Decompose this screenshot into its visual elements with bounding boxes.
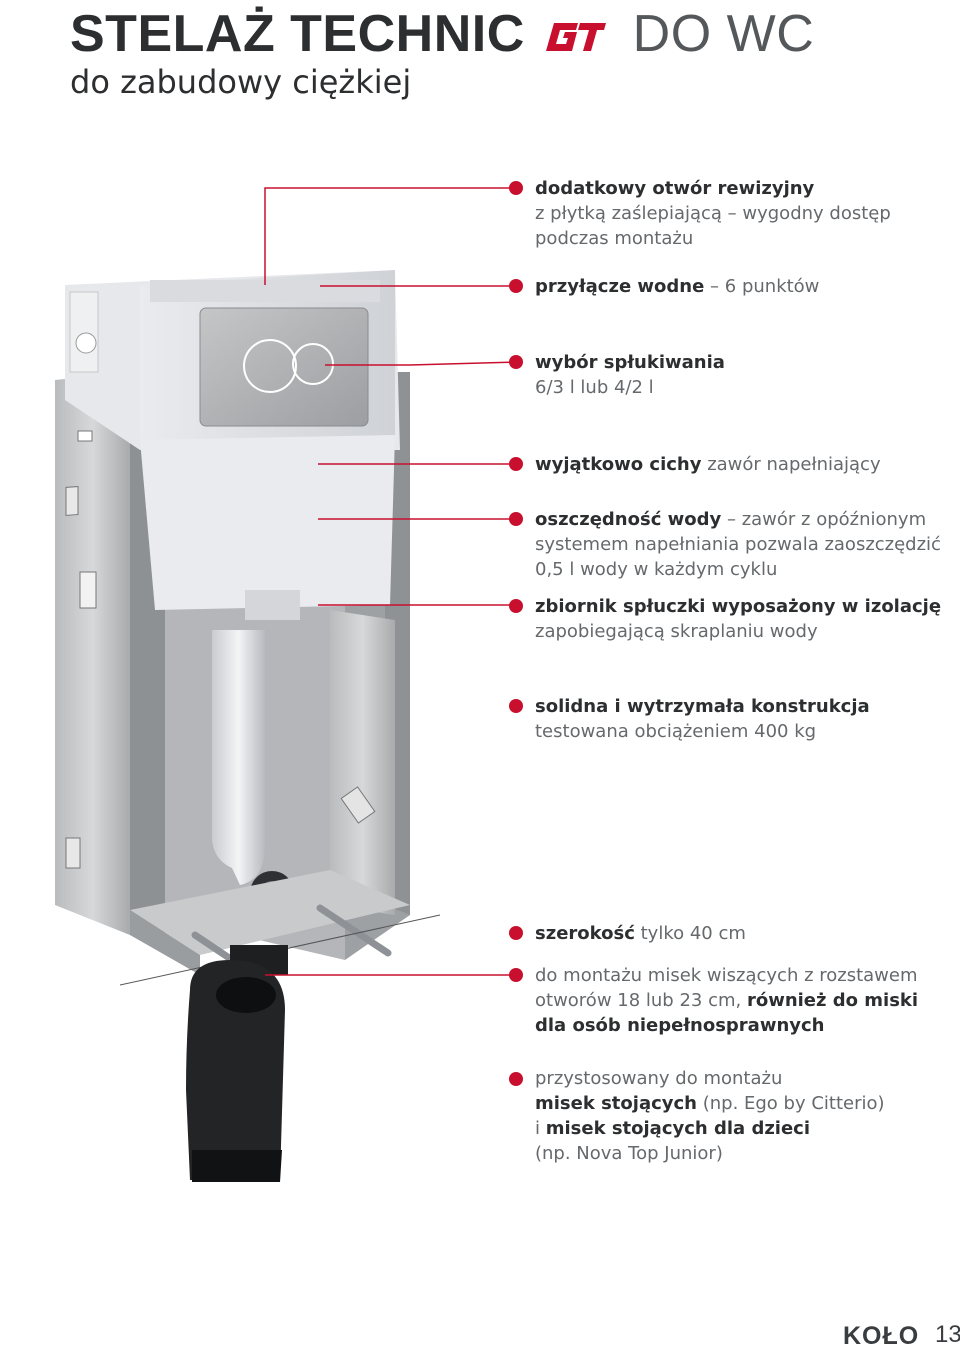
title-light: DO WC xyxy=(632,5,815,63)
feature-standing-bowls: przystosowany do montażu misek stojących… xyxy=(509,1066,955,1166)
bullet-icon xyxy=(509,926,523,940)
feature-solid-construction: solidna i wytrzymała konstrukcja testowa… xyxy=(509,694,955,744)
bullet-icon xyxy=(509,699,523,713)
feature-revision-opening: dodatkowy otwór rewizyjny z płytką zaśle… xyxy=(509,176,955,251)
bullet-icon xyxy=(509,181,523,195)
feature-insulated-cistern: zbiornik spłuczki wyposażony w izolację … xyxy=(509,594,955,644)
page-subtitle: do zabudowy ciężkiej xyxy=(70,63,412,101)
feature-water-connection: przyłącze wodne – 6 punktów xyxy=(509,274,955,299)
feature-wall-hung-bowls: do montażu misek wiszących z rozstawem o… xyxy=(509,963,950,1038)
steel-frame-right xyxy=(330,610,395,915)
bullet-icon xyxy=(509,512,523,526)
steel-frame-left xyxy=(55,372,165,945)
page-number: 13 xyxy=(935,1321,960,1348)
leader-lines xyxy=(264,187,519,976)
page-title: STELAŻ TECHNIC DO WC xyxy=(70,4,814,64)
kolo-logo: KOŁO xyxy=(843,1322,920,1350)
bullet-icon xyxy=(509,599,523,613)
bullet-icon xyxy=(509,355,523,369)
bullet-icon xyxy=(509,1072,523,1086)
drain-elbow xyxy=(186,945,288,1182)
gt-logo xyxy=(545,23,606,51)
bullet-icon xyxy=(509,457,523,471)
bullet-icon xyxy=(509,279,523,293)
flush-plate xyxy=(199,307,369,427)
feature-quiet-valve: wyjątkowo cichy zawór napełniający xyxy=(509,452,955,477)
feature-flush-choice: wybór spłukiwania 6/3 l lub 4/2 l xyxy=(509,350,955,400)
feature-width: szerokość tylko 40 cm xyxy=(509,921,955,946)
title-bold: STELAŻ TECHNIC xyxy=(70,5,525,63)
feature-water-saving: oszczędność wody – zawór z opóźnionym sy… xyxy=(509,507,945,582)
steel-frame-base xyxy=(130,870,410,975)
bullet-icon xyxy=(509,968,523,982)
